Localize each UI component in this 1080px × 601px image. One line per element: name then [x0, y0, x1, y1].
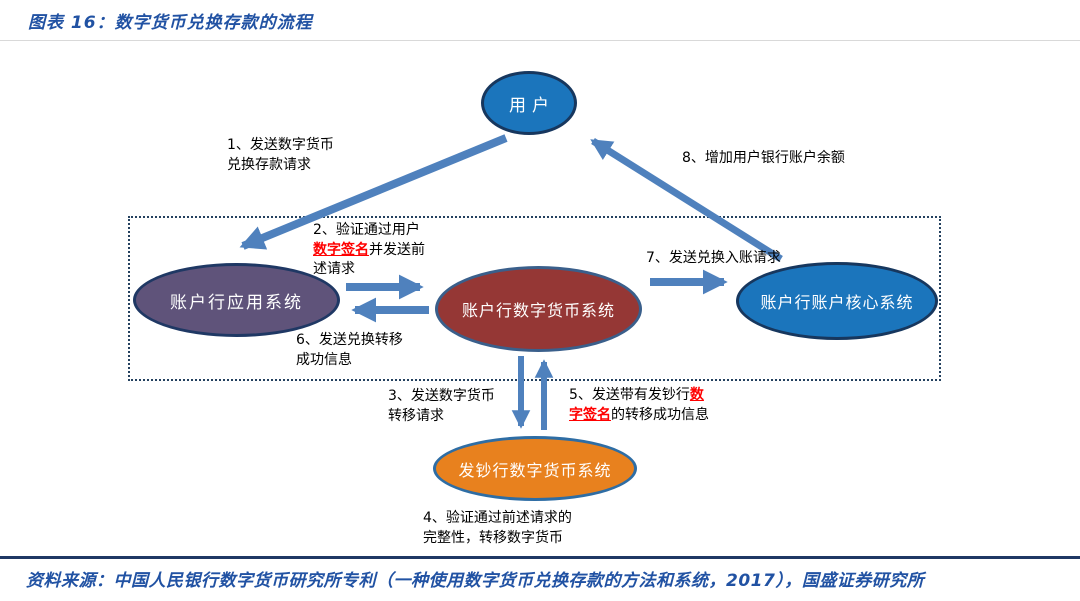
step1-label: 1、发送数字货币 兑换存款请求: [227, 137, 334, 173]
node-account-bank-core: 账户行账户核心系统: [736, 262, 938, 340]
node-user: 用户: [481, 71, 577, 135]
account-bank-boundary-box: [128, 216, 941, 381]
node-core-label: 账户行账户核心系统: [760, 293, 914, 312]
node-user-label: 用户: [509, 95, 555, 116]
step6-label: 6、发送兑换转移 成功信息: [296, 332, 403, 368]
node-app-label: 账户行应用系统: [170, 292, 303, 313]
node-dc-label: 账户行数字货币系统: [461, 301, 615, 320]
step2-label: 2、验证通过用户 数字签名并发送前 述请求: [313, 221, 463, 280]
step2-pre: 2、验证通过用户: [313, 222, 420, 238]
step8-label: 8、增加用户银行账户余额: [682, 150, 845, 166]
source-note: 资料来源：中国人民银行数字货币研究所专利（一种使用数字货币兑换存款的方法和系统，…: [26, 571, 925, 591]
footer-divider: [0, 556, 1080, 559]
step2-digital-signature-highlight: 数字签名: [313, 241, 369, 258]
step5-post: 的转移成功信息: [611, 406, 709, 423]
node-issuer-label: 发钞行数字货币系统: [458, 460, 612, 480]
step4-label: 4、验证通过前述请求的 完整性，转移数字货币: [423, 510, 572, 546]
step5-digital-signature-highlight: 数 字签名: [569, 387, 704, 423]
step3-label: 3、发送数字货币 转移请求: [388, 388, 495, 424]
node-account-bank-app: 账户行应用系统: [133, 263, 340, 337]
node-issuing-bank-dc: 发钞行数字货币系统: [433, 436, 637, 501]
figure-title: 图表 16：数字货币兑换存款的流程: [28, 13, 313, 33]
step7-label: 7、发送兑换入账请求: [646, 250, 781, 266]
step5-pre: 5、发送带有发钞行: [569, 387, 690, 403]
step5-label: 5、发送带有发钞行数 字签名的转移成功信息: [569, 386, 754, 425]
node-account-bank-dc: 账户行数字货币系统: [435, 266, 642, 352]
title-divider: [0, 40, 1080, 41]
